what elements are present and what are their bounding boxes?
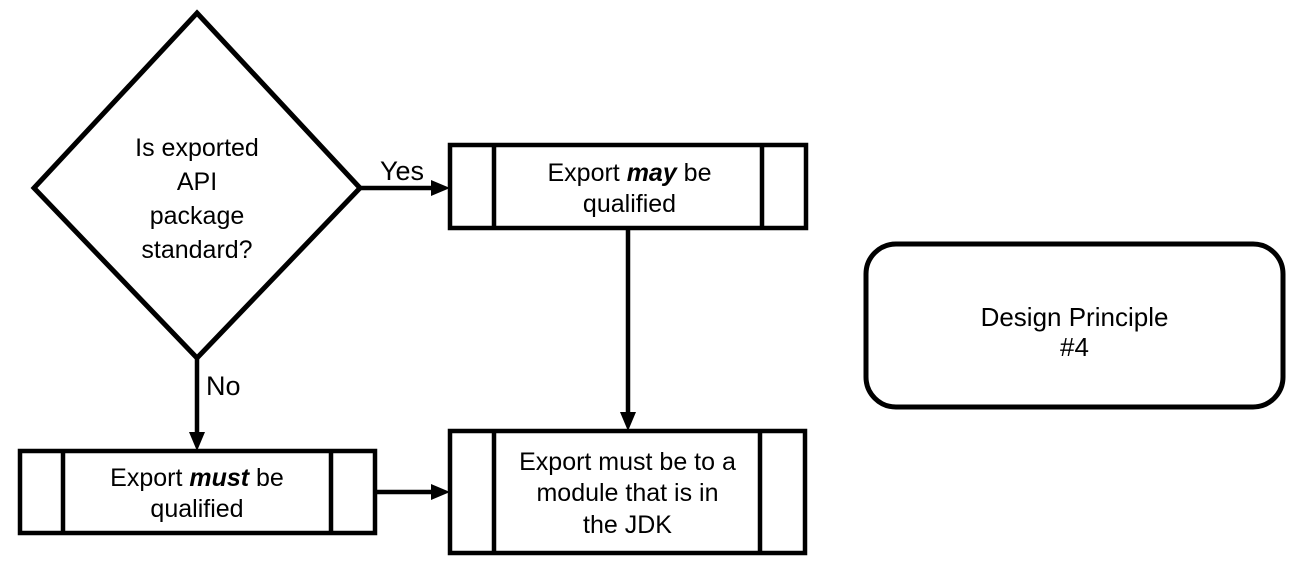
must-to-jdk-arrowhead-icon <box>431 484 450 500</box>
may-box-label: Export may be qualified <box>497 147 762 230</box>
yes-edge-label: Yes <box>379 156 425 186</box>
jdk-box-line: Export must be to a <box>519 447 736 476</box>
must-box-label: Export must be qualified <box>65 453 329 535</box>
decision-line: standard? <box>141 236 253 264</box>
must-box-line2: qualified <box>150 495 244 523</box>
decision-line: Is exported <box>135 134 259 162</box>
note-line: #4 <box>1060 331 1089 362</box>
jdk-box-line: module that is in <box>536 479 719 508</box>
may-to-jdk-arrowhead-icon <box>620 412 636 431</box>
decision-diamond-label: Is exported API package standard? <box>87 131 307 267</box>
jdk-box-line: the JDK <box>583 510 672 539</box>
must-line1-prefix: Export <box>110 464 190 492</box>
may-line1-suffix: be <box>676 158 712 187</box>
no-edge-arrowhead-icon <box>189 432 205 451</box>
jdk-box-label: Export must be to a module that is in th… <box>497 433 758 555</box>
must-line1-suffix: be <box>249 464 284 492</box>
decision-line: API <box>176 168 218 196</box>
decision-line: package <box>149 202 245 230</box>
may-line1-emphasis: may <box>626 158 677 187</box>
no-edge-label: No <box>206 371 241 401</box>
may-line1-prefix: Export <box>547 158 627 187</box>
must-box-line1: Export must be <box>65 463 329 494</box>
note-line: Design Principle <box>980 301 1169 332</box>
must-box-shape <box>17 448 378 536</box>
note-label: Design Principle #4 <box>866 250 1283 413</box>
may-box-line1: Export may be <box>497 158 762 189</box>
must-line1-emphasis: must <box>189 464 250 492</box>
may-box-line2: qualified <box>582 189 677 218</box>
yes-edge-arrowhead-icon <box>431 180 450 196</box>
note-rounded-rect-shape <box>863 241 1286 410</box>
